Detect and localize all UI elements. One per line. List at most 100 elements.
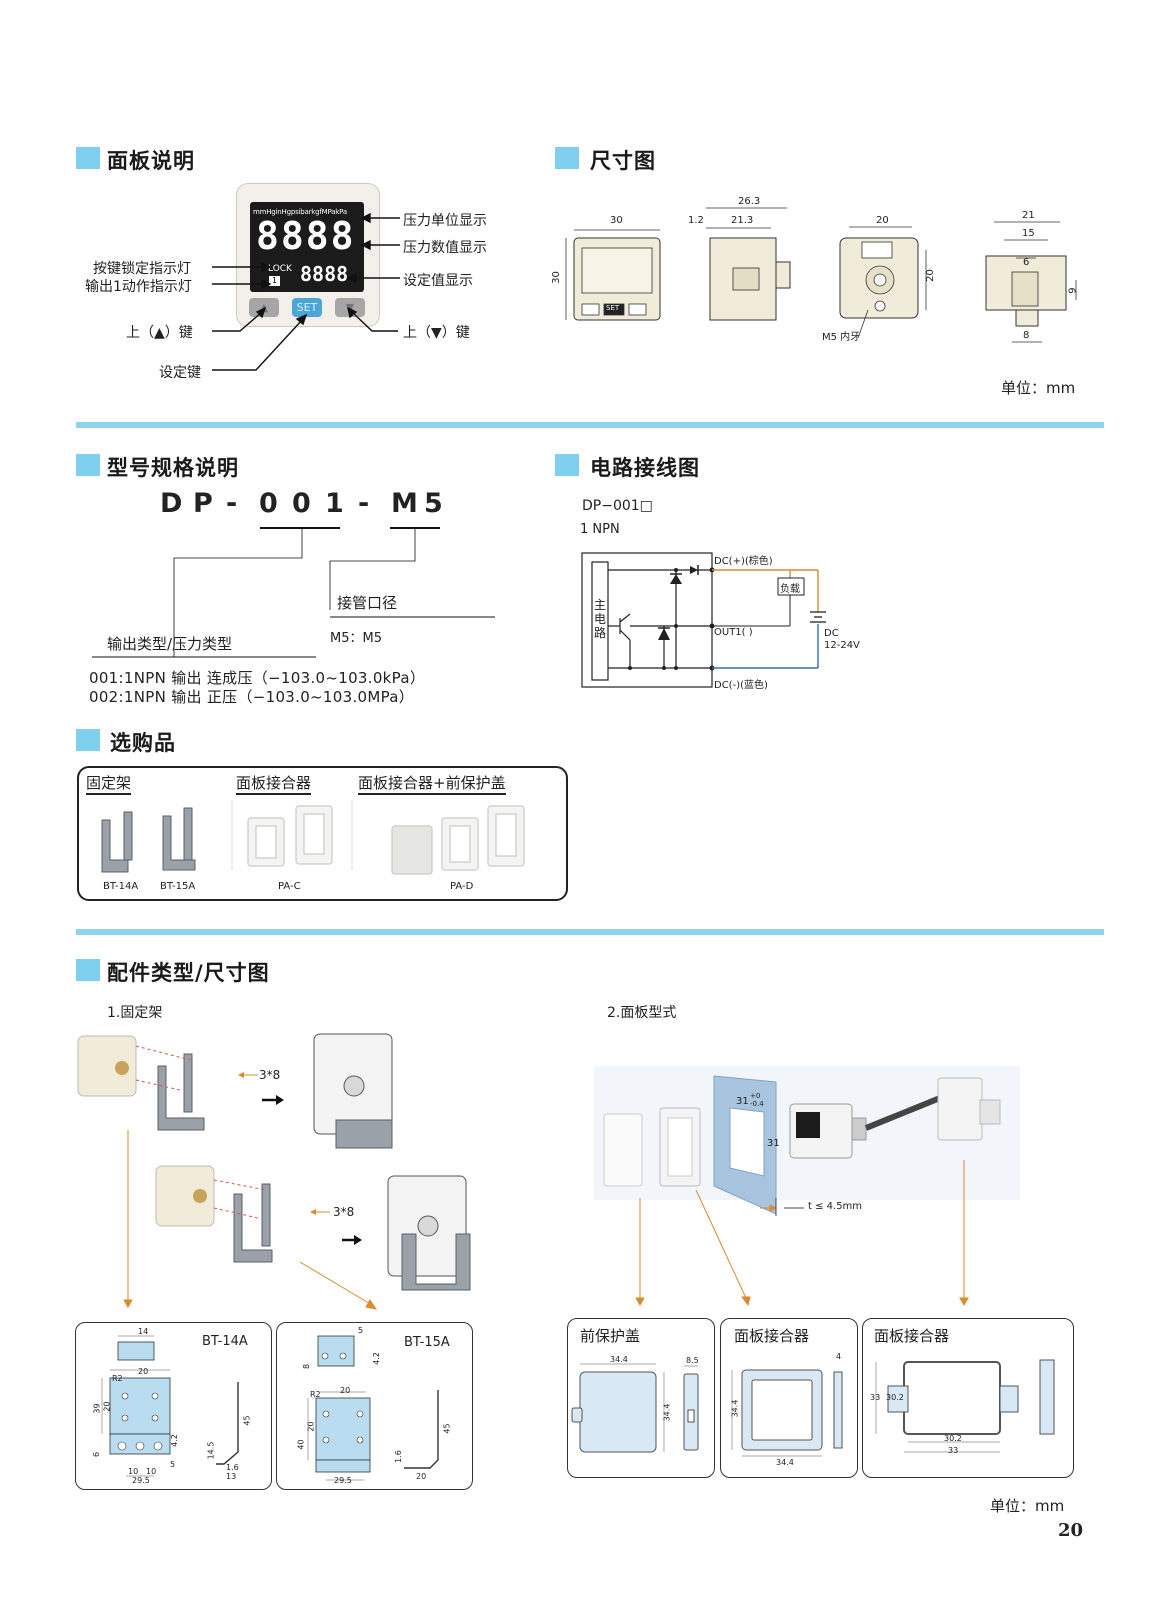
main-circuit-label: 主电路 (594, 598, 607, 640)
bt14a-dim: 13 (226, 1472, 237, 1481)
bt14a-dim: 10 (146, 1467, 157, 1476)
option-header-adapter: 面板接合器 (236, 772, 312, 795)
dc-minus-label: DC(-)(蓝色) (714, 680, 768, 691)
dim-15: 15 (1022, 228, 1035, 239)
section-marker (76, 959, 100, 981)
bt15a-dim: 5 (358, 1326, 364, 1335)
option-header-bracket: 固定架 (86, 772, 132, 795)
bt14a-dim: 29.5 (132, 1476, 150, 1485)
code-char: D (160, 488, 183, 519)
code-char: P (193, 488, 213, 519)
unit-label-bottom: 单位：mm (990, 1497, 1065, 1515)
bt15a-dim: R2 (310, 1390, 321, 1399)
code-char: 5 (424, 488, 443, 519)
section-marker (76, 729, 100, 751)
cutout-w: 31 (736, 1096, 749, 1107)
callout-set-value: 设定值显示 (403, 273, 473, 289)
code-char: - (358, 488, 370, 519)
screw-label-1: 3*8 (259, 1068, 281, 1082)
circuit-model: DP−001□ (582, 498, 653, 514)
bt14a-dim: 20 (138, 1367, 149, 1376)
screw-label-2: 3*8 (333, 1205, 355, 1219)
voltage-label: 12-24V (824, 640, 860, 651)
part-bt14a: BT-14A (103, 881, 139, 892)
sub-digits: 8888 (300, 262, 349, 286)
main-digits: 8888 (256, 214, 356, 258)
option-header-adapter-cover: 面板接合器+前保护盖 (358, 772, 506, 795)
adapter2-dim: 33 (948, 1446, 959, 1455)
options-box (77, 766, 568, 901)
circuit-npn: 1 NPN (580, 522, 620, 537)
cutout-h: 31 (767, 1138, 780, 1149)
unit-strip: mmHginHgpsibarkgfMPakPa (253, 208, 347, 216)
panel-subtitle: 2.面板型式 (607, 1005, 677, 1021)
adapter2-dim: 30.2 (886, 1393, 904, 1402)
front-cover-box (567, 1318, 715, 1478)
part-pac: PA-C (278, 881, 301, 892)
bt14a-box (75, 1322, 272, 1490)
panel-adapter-title-2: 面板接合器 (874, 1327, 950, 1345)
dim-26-3: 26.3 (738, 196, 761, 207)
set-button[interactable]: SET (292, 298, 322, 317)
adapter-dim: 34.4 (776, 1458, 794, 1467)
code-char: 0 (292, 488, 311, 519)
dc-plus-label: DC(+)(棕色) (714, 556, 773, 567)
dim-21: 21 (1022, 210, 1035, 221)
bt15a-dim: 29.5 (334, 1476, 352, 1485)
lock-label: LOCK (268, 264, 292, 274)
port-value: M5：M5 (330, 631, 382, 646)
bt14a-dim: 5 (170, 1460, 176, 1469)
port-label: 接管口径 (337, 594, 398, 612)
code-char: M (391, 488, 418, 519)
section-marker (555, 147, 579, 169)
dim-6: 6 (1023, 257, 1030, 268)
callout-out1-indicator: 输出1动作指示灯 (85, 279, 192, 295)
cover-dim: 34.4 (610, 1355, 628, 1364)
callout-up-key: 上（▲）键 (126, 325, 193, 341)
page-number: 20 (1058, 1520, 1084, 1541)
dim-m5: M5 内牙 (822, 332, 861, 343)
dim-20w: 20 (876, 215, 889, 226)
front-cover-title: 前保护盖 (580, 1327, 641, 1345)
callout-unit-display: 压力单位显示 (403, 213, 487, 229)
load-label: 负载 (780, 584, 800, 595)
dim-30w: 30 (610, 215, 623, 226)
divider (76, 929, 1104, 935)
section-title-options: 选购品 (110, 731, 176, 755)
dc-label: DC (824, 628, 839, 639)
section-title-circuit: 电路接线图 (590, 456, 700, 480)
part-bt15a: BT-15A (160, 881, 196, 892)
set-small: SET (606, 304, 620, 312)
part-pad: PA-D (450, 881, 474, 892)
section-title-accessory: 配件类型/尺寸图 (107, 961, 270, 985)
bt14a-dim: 10 (128, 1467, 139, 1476)
section-title-model: 型号规格说明 (107, 456, 239, 480)
section-marker (555, 454, 579, 476)
callout-down-key: 上（▼）键 (403, 325, 470, 341)
callout-value-display: 压力数值显示 (403, 240, 487, 256)
thickness-label: t ≤ 4.5mm (808, 1201, 863, 1212)
bt15a-box (276, 1322, 473, 1490)
bt14a-dim: 14 (138, 1327, 149, 1336)
dim-21-3: 21.3 (731, 215, 754, 226)
unit-label: 单位：mm (1001, 379, 1076, 397)
panel-adapter-box-1 (720, 1318, 858, 1478)
bt14a-dim: 1.6 (226, 1463, 239, 1472)
output-label: 输出类型/压力类型 (107, 635, 233, 653)
bt14a-dim: R2 (112, 1374, 123, 1383)
code-char: 1 (325, 488, 344, 519)
bracket-subtitle: 1.固定架 (107, 1005, 163, 1021)
out1-label: OUT1( ) (714, 627, 753, 638)
cutout-w-tol-up: +0 (750, 1092, 761, 1100)
option-002: 002:1NPN 输出 正压（−103.0~103.0MPa） (89, 688, 415, 706)
down-button[interactable]: ▼ (335, 298, 365, 317)
bt15a-title: BT-15A (404, 1335, 450, 1350)
